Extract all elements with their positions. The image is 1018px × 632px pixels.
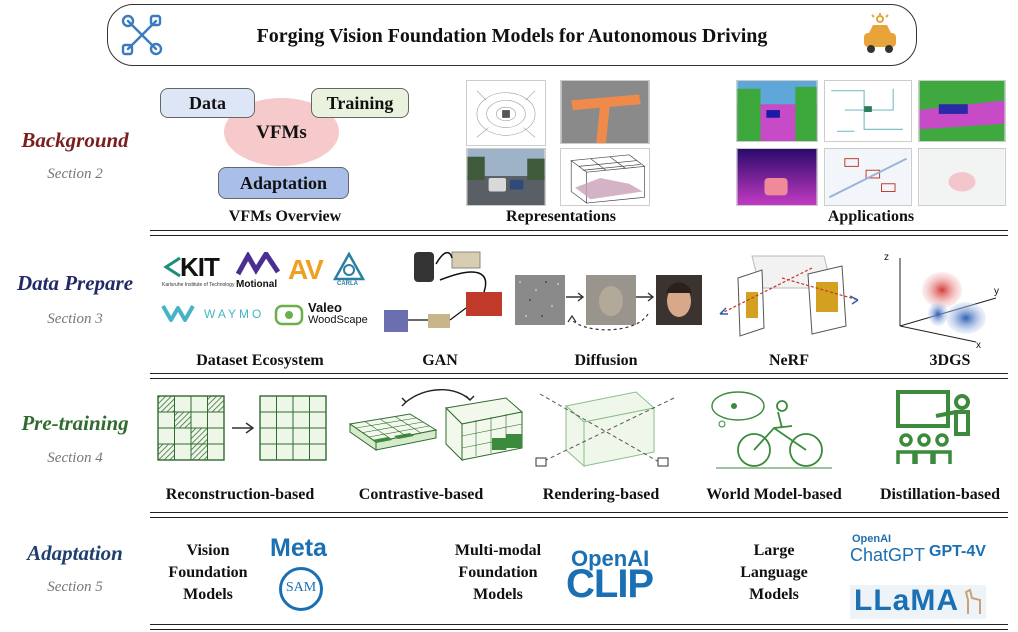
group-label-vision-fm: Vision Foundation Models — [168, 542, 248, 603]
openai-logo: OpenAI — [571, 546, 650, 571]
face-image — [656, 275, 702, 325]
divider — [150, 235, 1008, 236]
caption-3dgs: 3DGS — [929, 352, 971, 369]
caption-distillation: Distillation-based — [879, 486, 1000, 503]
llama-logo: LLaMA — [854, 584, 959, 617]
llama-logo-box — [850, 585, 986, 619]
optical-flow-image — [918, 148, 1006, 206]
divider — [150, 624, 1008, 625]
carla-wordmark: CARLA — [337, 281, 358, 287]
sam-logo-label: SAM — [285, 580, 317, 595]
tools-icon — [121, 14, 163, 56]
caption-gan: GAN — [422, 352, 458, 369]
kit-emblem-icon — [163, 256, 181, 278]
caption-dataset-ecosystem: Dataset Ecosystem — [196, 352, 324, 369]
axis-x-label: x — [976, 340, 981, 351]
waymo-emblem-icon — [161, 305, 195, 322]
waymo-logo: WAYMO — [160, 302, 268, 326]
reverse-process-arrow — [567, 313, 649, 331]
meta-logo: Meta — [270, 534, 327, 562]
clip-logo: CLIP — [566, 562, 654, 606]
caption-rendering: Rendering-based — [542, 486, 660, 503]
occupancy-grid-image — [560, 148, 650, 206]
carla-logo: CARLA — [332, 252, 366, 288]
sam-logo-ring — [279, 567, 323, 611]
axis-y-label: y — [994, 286, 999, 297]
3dgs-diagram — [899, 258, 997, 343]
mapping-image — [824, 80, 912, 142]
title-banner: Forging Vision Foundation Models for Aut… — [107, 4, 917, 66]
segmentation-image — [736, 80, 818, 142]
reconstruction-diagram — [157, 395, 327, 461]
openai-small-logo: OpenAI — [852, 533, 892, 545]
section-title-adaptation: Adaptation — [27, 541, 123, 565]
caption-applications: Applications — [827, 208, 915, 225]
section-sub-adaptation: Section 5 — [47, 579, 103, 595]
partially-denoised-image — [586, 275, 636, 325]
point-cloud-image — [466, 80, 546, 146]
caption-contrastive: Contrastive-based — [358, 486, 484, 503]
section-sub-background: Section 2 — [47, 166, 103, 182]
caption-world-model: World Model-based — [706, 486, 842, 503]
caption-diffusion: Diffusion — [574, 352, 638, 369]
section-title-pretraining: Pre-training — [21, 411, 129, 435]
gan-diagram — [384, 251, 502, 332]
vfms-center-label: VFMs — [256, 122, 307, 143]
distillation-icon — [896, 390, 970, 464]
axis-z-label: z — [884, 252, 889, 263]
divider — [150, 373, 1008, 374]
kit-subtitle: Karlsruhe Institute of Technology — [162, 282, 235, 288]
noise-image — [515, 275, 565, 325]
divider — [150, 512, 1008, 513]
waymo-wordmark: WAYMO — [204, 307, 265, 321]
rendering-diagram — [535, 391, 675, 468]
divider — [150, 629, 1008, 630]
motional-logo: Motional — [236, 252, 284, 294]
3d-semantic-image — [918, 80, 1006, 142]
section-title-background: Background — [21, 128, 129, 152]
carla-emblem-icon — [332, 252, 366, 281]
motional-wordmark: Motional — [236, 279, 278, 290]
autonomous-car-icon — [864, 13, 896, 53]
kit-wordmark: KIT — [180, 252, 220, 282]
section-sub-pretraining: Section 4 — [47, 450, 103, 466]
world-model-diagram — [711, 391, 832, 469]
valeo-emblem-icon — [274, 304, 304, 326]
nerf-diagram — [719, 255, 859, 337]
divider — [150, 378, 1008, 379]
caption-vfms-overview: VFMs Overview — [228, 208, 342, 225]
kit-logo: KIT Karlsruhe Institute of Technology — [162, 252, 235, 294]
woodscape-wordmark: WoodScape — [308, 314, 368, 326]
caption-representations: Representations — [506, 208, 616, 225]
camera-image — [466, 148, 546, 206]
motional-emblem-icon — [236, 252, 280, 276]
bev-map-image — [560, 80, 650, 144]
contrastive-diagram — [348, 389, 524, 462]
divider — [150, 517, 1008, 518]
llama-animal-icon — [964, 588, 981, 614]
group-label-multimodal-fm: Multi-modal Foundation Models — [454, 542, 542, 603]
arrow-right-icon — [636, 292, 655, 302]
data-pill: Data — [160, 88, 255, 118]
chatgpt-logo: ChatGPT — [850, 545, 926, 565]
adaptation-pill: Adaptation — [218, 167, 349, 199]
3d-detection-image — [824, 148, 912, 206]
valeo-wordmark: Valeo — [308, 300, 342, 315]
section-sub-data-prepare: Section 3 — [47, 311, 103, 327]
page-title: Forging Vision Foundation Models for Aut… — [256, 25, 768, 47]
group-label-llm: Large Language Models — [740, 542, 808, 603]
section-title-data-prepare: Data Prepare — [16, 271, 134, 295]
arrow-right-icon — [566, 292, 585, 302]
divider — [150, 230, 1008, 231]
gpt4v-logo: GPT-4V — [929, 543, 986, 560]
training-pill: Training — [311, 88, 409, 118]
caption-reconstruction: Reconstruction-based — [165, 486, 315, 503]
av-logo: AV — [288, 254, 324, 285]
valeo-woodscape-logo: Valeo WoodScape — [274, 300, 370, 332]
caption-nerf: NeRF — [769, 352, 809, 369]
depth-image — [736, 148, 818, 206]
